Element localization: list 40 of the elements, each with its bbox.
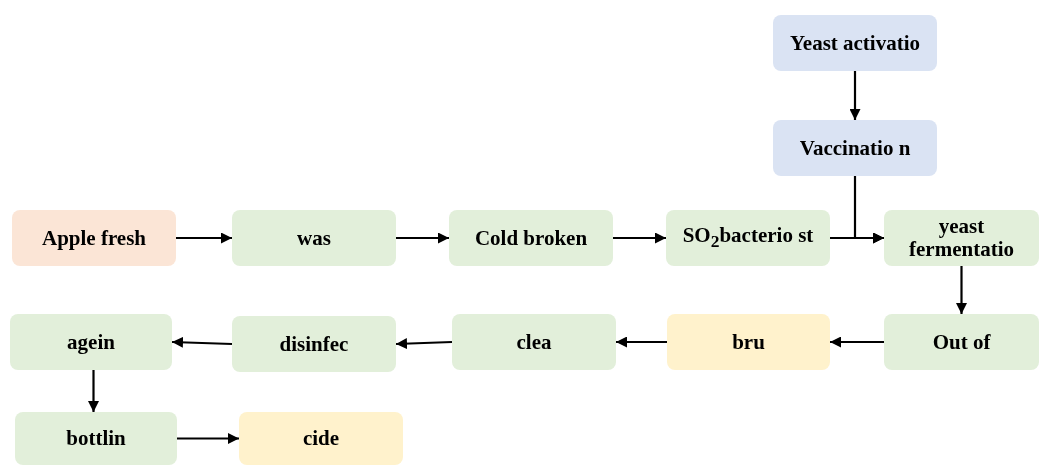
process-box (666, 210, 830, 266)
arrow (88, 370, 99, 412)
arrow (616, 336, 667, 348)
step-label: Out of (932, 330, 991, 354)
step-label: bottlin (66, 427, 126, 450)
step-label: Cold broken (474, 226, 588, 250)
step-label: clea (516, 330, 552, 354)
arrow (176, 232, 232, 244)
product-box (667, 314, 830, 370)
step-label: disinfec (279, 332, 349, 356)
process-box (232, 210, 396, 266)
arrow (171, 336, 233, 348)
yeast-step-box (773, 120, 937, 176)
step-label: Yeast activatio (789, 31, 921, 55)
yeast-step-box (773, 15, 937, 71)
arrow (849, 71, 861, 120)
process-box (15, 412, 177, 465)
arrow (830, 232, 884, 244)
arrow (956, 266, 967, 314)
step-label: yeast fermentatio (908, 215, 1015, 261)
step-label: Vaccinatio n (799, 136, 911, 160)
process-box (10, 314, 172, 370)
step-label: cide (302, 427, 340, 450)
process-box (884, 210, 1039, 266)
process-box (452, 314, 616, 370)
arrow (613, 232, 666, 244)
product-box (239, 412, 403, 465)
step-label: SO$_{2}$bacterio st (682, 224, 814, 252)
process-box (232, 316, 396, 372)
process-box (884, 314, 1039, 370)
arrow (177, 433, 239, 444)
start-box (12, 210, 176, 266)
process-box (449, 210, 613, 266)
step-label: agein (67, 330, 115, 354)
step-label: was (297, 226, 331, 250)
arrow (830, 336, 884, 348)
arrow (396, 232, 449, 244)
step-label: bru (732, 330, 765, 354)
step-label: Apple fresh (41, 226, 146, 250)
arrow (395, 338, 453, 350)
